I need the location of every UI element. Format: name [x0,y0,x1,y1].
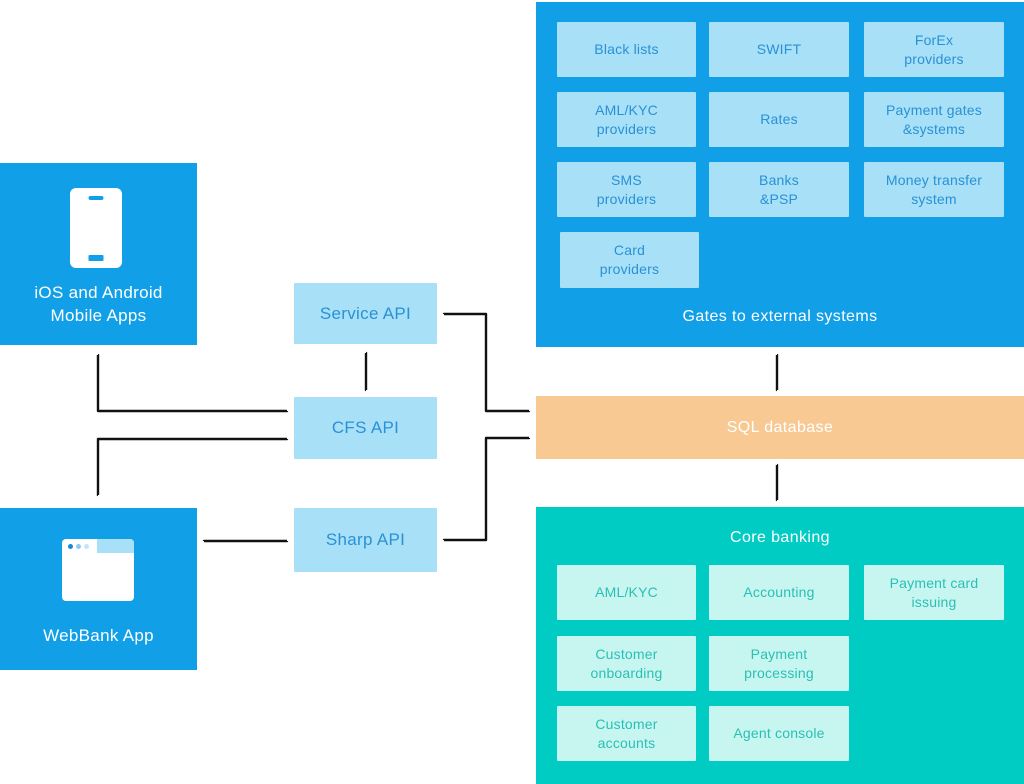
sharp-api-box: Sharp API [294,508,437,572]
phone-speaker-icon [88,196,104,200]
gates-item: ForEx providers [864,22,1004,77]
gates-item: Payment gates &systems [864,92,1004,147]
core-item: Payment card issuing [864,565,1004,620]
gates-external-systems-box: Black lists SWIFT ForEx providers AML/KY… [536,2,1024,347]
arrow-sharp-sql [444,436,529,542]
core-item: Customer onboarding [557,636,696,691]
mobile-apps-box: iOS and Android Mobile Apps [0,163,197,345]
gates-item: Banks &PSP [709,162,849,217]
browser-dot-icon [84,544,89,549]
browser-tab-icon [97,539,134,553]
browser-window-icon [62,539,134,601]
arrow-mobileapps-cfs [96,355,287,411]
arrow-service-sql [444,314,529,411]
core-item: AML/KYC [557,565,696,620]
core-item: Payment processing [709,636,849,691]
service-api-box: Service API [294,283,437,344]
browser-dot-icon [76,544,81,549]
gates-title: Gates to external systems [682,308,878,325]
core-banking-box: Core banking AML/KYC Accounting Payment … [536,507,1024,784]
webbank-label: WebBank App [43,626,154,645]
core-item: Customer accounts [557,706,696,761]
cfs-api-box: CFS API [294,397,437,459]
phone-home-button-icon [88,255,104,261]
gates-item: SWIFT [709,22,849,77]
smartphone-icon [70,188,122,268]
core-banking-title: Core banking [730,529,830,546]
browser-dot-icon [68,544,73,549]
gates-item: AML/KYC providers [557,92,696,147]
webbank-app-box: WebBank App [0,508,197,670]
gates-item: Rates [709,92,849,147]
core-item: Agent console [709,706,849,761]
mobile-apps-label: iOS and Android Mobile Apps [34,283,163,325]
sql-database-label: SQL database [726,418,834,436]
gates-item: SMS providers [557,162,696,217]
gates-item: Black lists [557,22,696,77]
core-item: Accounting [709,565,849,620]
gates-item: Card providers [560,232,699,288]
gates-item: Money transfer system [864,162,1004,217]
sql-database-bar: SQL database [536,396,1024,459]
arrow-webbank-cfs [98,437,287,495]
